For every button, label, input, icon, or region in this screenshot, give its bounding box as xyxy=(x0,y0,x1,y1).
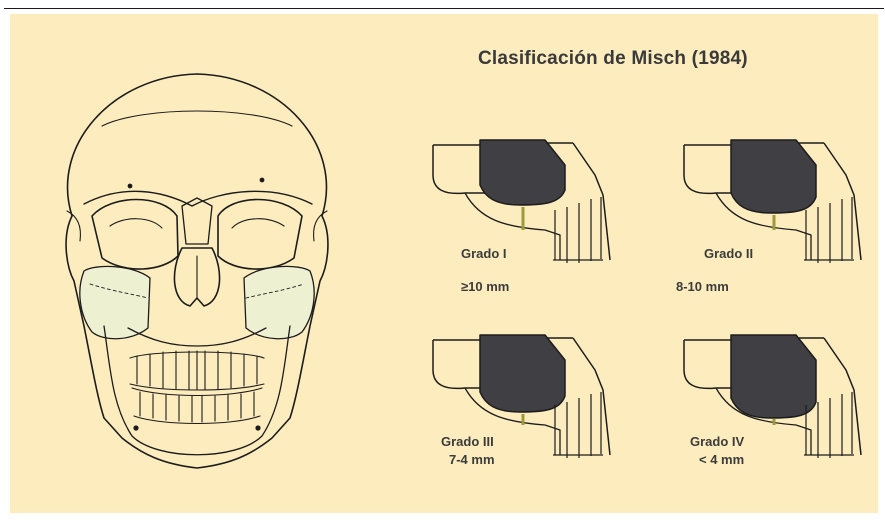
grade-i-label: Grado I xyxy=(461,246,507,262)
grade-i-range: ≥10 mm xyxy=(461,279,509,295)
left-orbit xyxy=(92,200,178,270)
grade-iv-range: < 4 mm xyxy=(699,452,744,468)
grade-iv-label: Grado IV xyxy=(690,434,744,450)
grade-iii-label: Grado III xyxy=(441,434,494,450)
grade-ii-label: Grado II xyxy=(704,246,753,262)
top-divider-line xyxy=(4,8,884,9)
grade-ii-range: 8-10 mm xyxy=(676,279,729,295)
grade-iii-range: 7-4 mm xyxy=(449,452,495,468)
skull-front-illustration xyxy=(32,66,362,476)
right-orbit xyxy=(218,200,302,270)
figure-title: Clasificación de Misch (1984) xyxy=(478,48,748,70)
grade-i-diagram xyxy=(425,135,635,265)
